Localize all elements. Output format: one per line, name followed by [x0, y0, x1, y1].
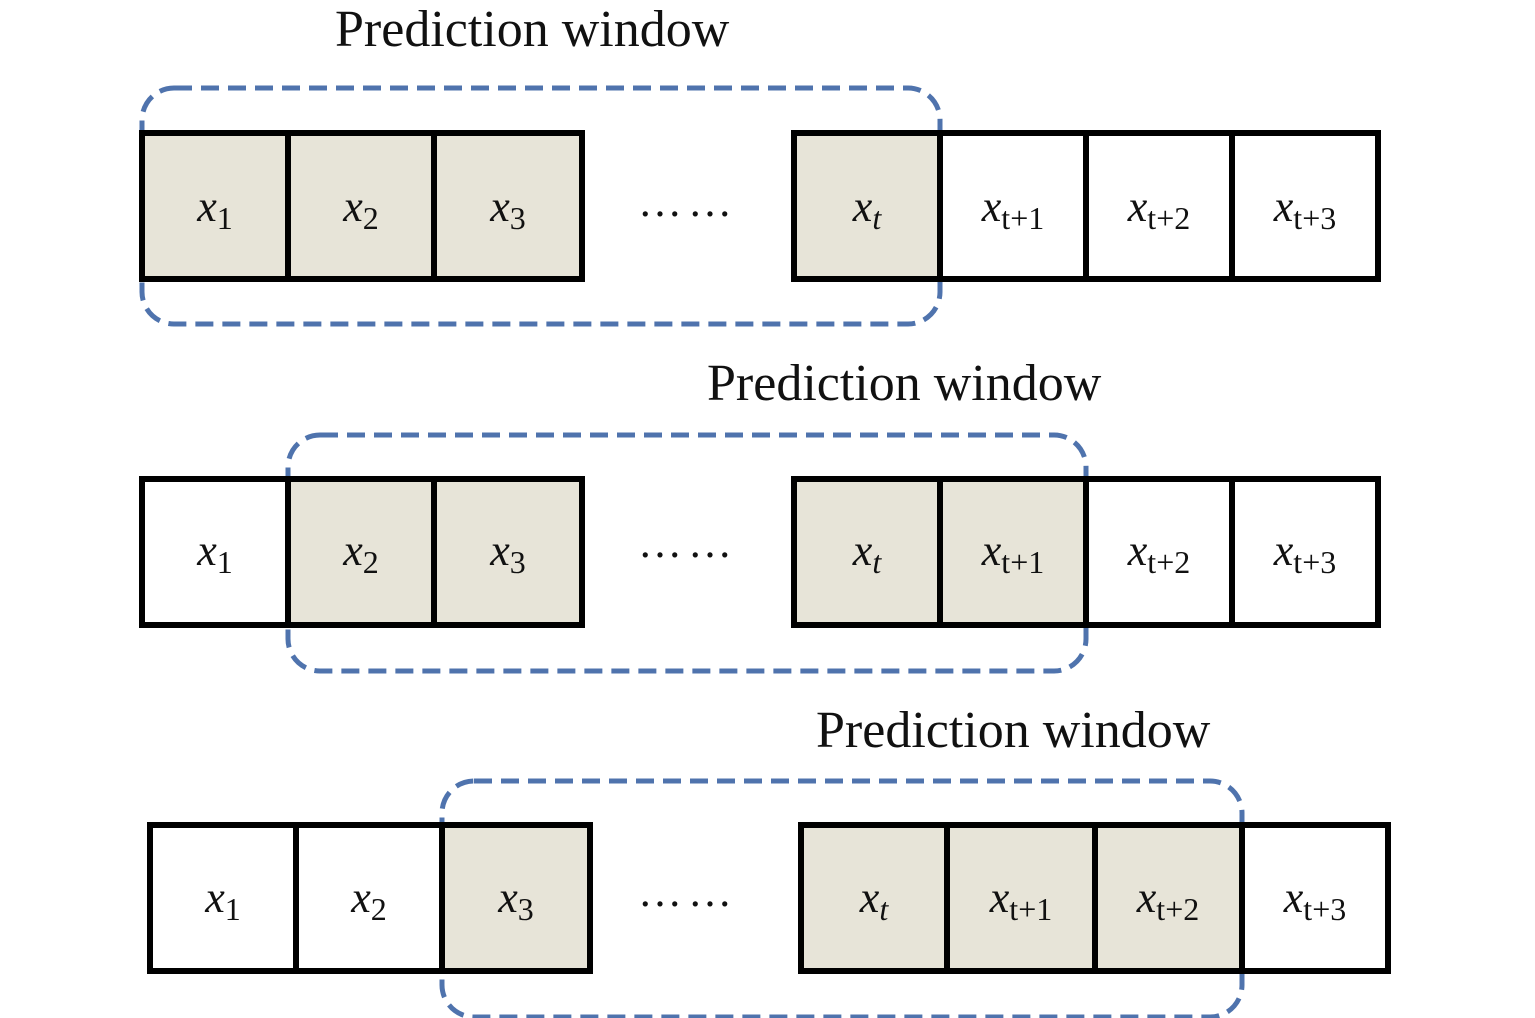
row-3-cell-4-base: x	[859, 873, 880, 922]
row-3-cell-1-base: x	[204, 873, 225, 922]
row-3-cell-1-sub: 1	[225, 891, 241, 927]
row-3-cell-2-base: x	[350, 873, 371, 922]
row-2-cell-2: x2	[285, 476, 437, 628]
row-3-cell-4: xt	[798, 822, 950, 974]
row-3-cell-1: x1	[147, 822, 299, 974]
row-2-cell-2-sub: 2	[363, 544, 379, 580]
row-3-cell-6-sub: t+2	[1156, 891, 1199, 927]
row-3-cell-5-sub: t+1	[1009, 891, 1052, 927]
svg-text:x1: x1	[196, 526, 233, 580]
svg-text:xt: xt	[852, 182, 883, 236]
svg-text:xt+1: xt+1	[981, 526, 1044, 580]
svg-text:x3: x3	[489, 526, 526, 580]
svg-text:xt+3: xt+3	[1283, 873, 1346, 927]
row-1-cell-3-base: x	[489, 182, 510, 231]
svg-text:xt: xt	[852, 526, 883, 580]
row-1-cell-2-base: x	[342, 182, 363, 231]
svg-text:xt+2: xt+2	[1127, 526, 1190, 580]
row-3-cell-2-sub: 2	[371, 891, 387, 927]
row-3-cell-2: x2	[293, 822, 445, 974]
row-1-cell-6: xt+2	[1083, 130, 1235, 282]
row-1-cell-4-sub: t	[872, 200, 882, 236]
row-3: Prediction window x1 x2 x3 …… xt xt+1 xt…	[147, 702, 1391, 1018]
svg-text:x1: x1	[204, 873, 241, 927]
row-2-cell-2-base: x	[342, 526, 363, 575]
row-2-cell-3: x3	[431, 476, 585, 628]
svg-text:x3: x3	[497, 873, 534, 927]
row-2-ellipsis: ……	[638, 518, 738, 567]
row-3-title: Prediction window	[816, 702, 1211, 759]
svg-text:xt+1: xt+1	[981, 182, 1044, 236]
row-2-cell-3-base: x	[489, 526, 510, 575]
row-1-cell-2: x2	[285, 130, 437, 282]
svg-text:x3: x3	[489, 182, 526, 236]
row-1-cell-7: xt+3	[1229, 130, 1381, 282]
row-1-cell-5: xt+1	[937, 130, 1089, 282]
row-1-title: Prediction window	[335, 1, 730, 58]
row-3-cell-7-sub: t+3	[1303, 891, 1346, 927]
row-2-cell-5-sub: t+1	[1001, 544, 1044, 580]
row-2-cell-7: xt+3	[1229, 476, 1381, 628]
svg-text:xt+2: xt+2	[1136, 873, 1199, 927]
svg-text:xt+1: xt+1	[989, 873, 1052, 927]
row-3-cell-4-sub: t	[879, 891, 889, 927]
svg-text:xt+3: xt+3	[1273, 526, 1336, 580]
row-3-cell-5: xt+1	[944, 822, 1098, 974]
row-2-cell-1-base: x	[196, 526, 217, 575]
row-2-cell-1-sub: 1	[217, 544, 233, 580]
row-2-cell-5: xt+1	[937, 476, 1089, 628]
row-2-cell-4-base: x	[852, 526, 873, 575]
row-2-cell-5-base: x	[981, 526, 1002, 575]
row-2: Prediction window x1 x2 x3 …… xt xt+1 xt…	[139, 355, 1381, 674]
svg-text:x2: x2	[342, 526, 379, 580]
row-3-ellipsis: ……	[638, 867, 738, 916]
row-1-cell-6-base: x	[1127, 182, 1148, 231]
row-1-cell-5-sub: t+1	[1001, 200, 1044, 236]
row-2-cell-6-base: x	[1127, 526, 1148, 575]
row-2-cell-4: xt	[791, 476, 943, 628]
row-2-cell-7-base: x	[1273, 526, 1294, 575]
row-3-cell-5-base: x	[989, 873, 1010, 922]
row-1: Prediction window x1 x2 x3 …… xt xt+1 xt…	[139, 1, 1381, 327]
row-1-cell-1-sub: 1	[217, 200, 233, 236]
svg-text:xt+3: xt+3	[1273, 182, 1336, 236]
svg-text:x2: x2	[342, 182, 379, 236]
row-3-cell-3-sub: 3	[518, 891, 534, 927]
row-1-cell-3: x3	[431, 130, 585, 282]
row-3-cell-6: xt+2	[1092, 822, 1245, 974]
row-3-cell-3: x3	[439, 822, 593, 974]
row-1-cell-1: x1	[139, 130, 291, 282]
row-2-cell-1: x1	[139, 476, 291, 628]
row-3-cell-3-base: x	[497, 873, 518, 922]
row-3-cell-7-base: x	[1283, 873, 1304, 922]
row-1-cell-1-base: x	[196, 182, 217, 231]
row-1-cell-7-base: x	[1273, 182, 1294, 231]
svg-text:xt+2: xt+2	[1127, 182, 1190, 236]
row-2-title: Prediction window	[707, 355, 1102, 412]
row-2-cell-6-sub: t+2	[1147, 544, 1190, 580]
row-3-cell-7: xt+3	[1239, 822, 1391, 974]
svg-text:x2: x2	[350, 873, 387, 927]
row-1-cell-6-sub: t+2	[1147, 200, 1190, 236]
row-1-cell-5-base: x	[981, 182, 1002, 231]
row-1-ellipsis: ……	[638, 177, 738, 226]
svg-text:x1: x1	[196, 182, 233, 236]
row-1-cell-2-sub: 2	[363, 200, 379, 236]
row-2-cell-6: xt+2	[1083, 476, 1235, 628]
row-2-cell-4-sub: t	[872, 544, 882, 580]
row-3-cell-6-base: x	[1136, 873, 1157, 922]
row-1-cell-4: xt	[791, 130, 943, 282]
row-2-cell-3-sub: 3	[510, 544, 526, 580]
svg-text:xt: xt	[859, 873, 890, 927]
row-2-cell-7-sub: t+3	[1293, 544, 1336, 580]
row-1-cell-3-sub: 3	[510, 200, 526, 236]
row-1-cell-7-sub: t+3	[1293, 200, 1336, 236]
row-1-cell-4-base: x	[852, 182, 873, 231]
